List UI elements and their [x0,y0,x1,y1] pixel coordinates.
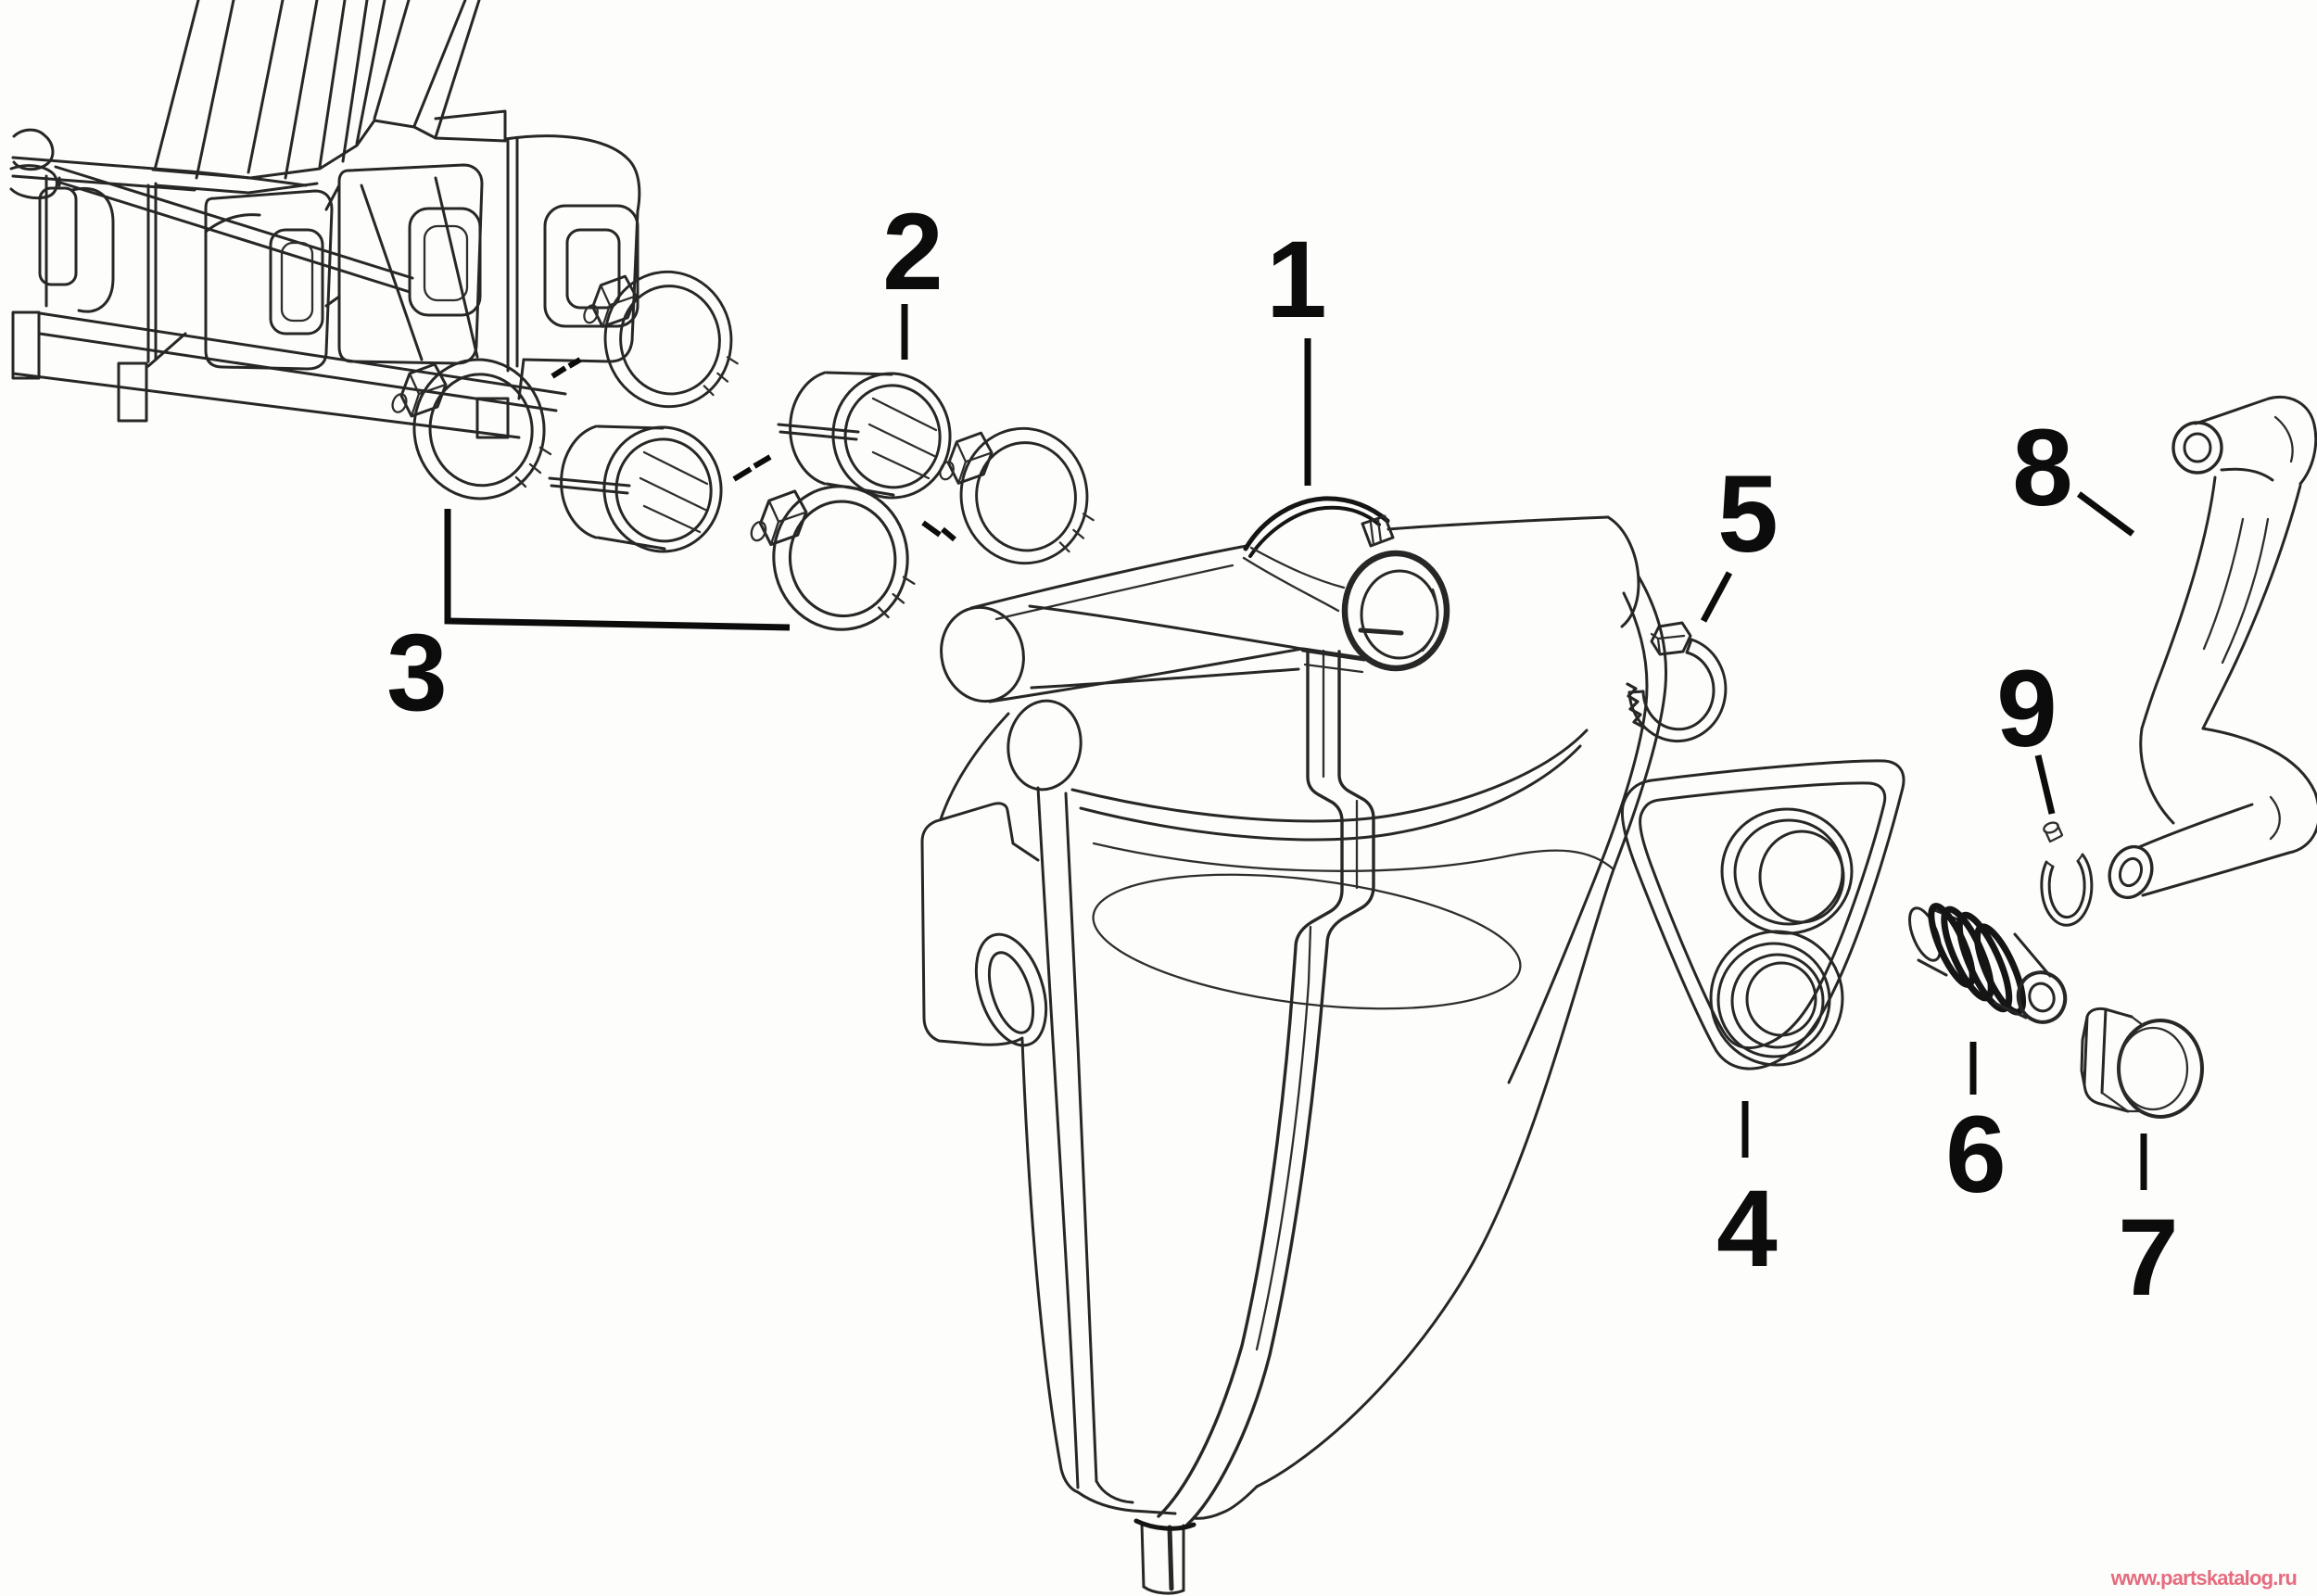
svg-text:7: 7 [2118,1197,2179,1319]
svg-text:8: 8 [2012,407,2073,529]
svg-text:4: 4 [1716,1168,1778,1290]
svg-text:3: 3 [386,612,448,734]
svg-text:2: 2 [882,191,943,313]
svg-text:1: 1 [1266,219,1327,341]
svg-text:6: 6 [1945,1094,2007,1216]
svg-text:9: 9 [1996,648,2057,770]
svg-text:www.partskatalog.ru: www.partskatalog.ru [2110,1566,2297,1590]
svg-text:5: 5 [1717,453,1779,576]
